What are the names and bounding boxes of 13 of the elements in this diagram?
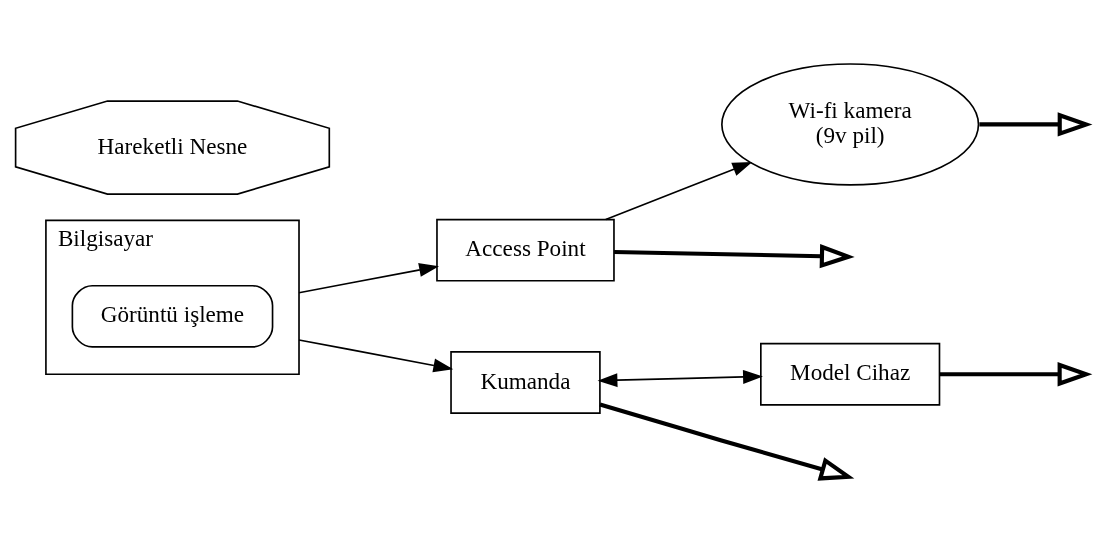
node-box: Kumanda [450, 351, 601, 414]
arrow [298, 339, 454, 373]
node-box: Görüntü işleme [71, 284, 274, 348]
arrow [298, 263, 439, 294]
arrow [597, 370, 763, 388]
node-ellipse: Wi-fi kamera (9v pil) [721, 63, 980, 186]
arrow [939, 362, 1093, 387]
arrow [604, 162, 753, 221]
node-box: Model Cihaz [760, 342, 941, 406]
arrow [599, 402, 855, 481]
node-box: Access Point [436, 218, 615, 282]
arrow [979, 112, 1093, 137]
arrow [614, 244, 855, 269]
